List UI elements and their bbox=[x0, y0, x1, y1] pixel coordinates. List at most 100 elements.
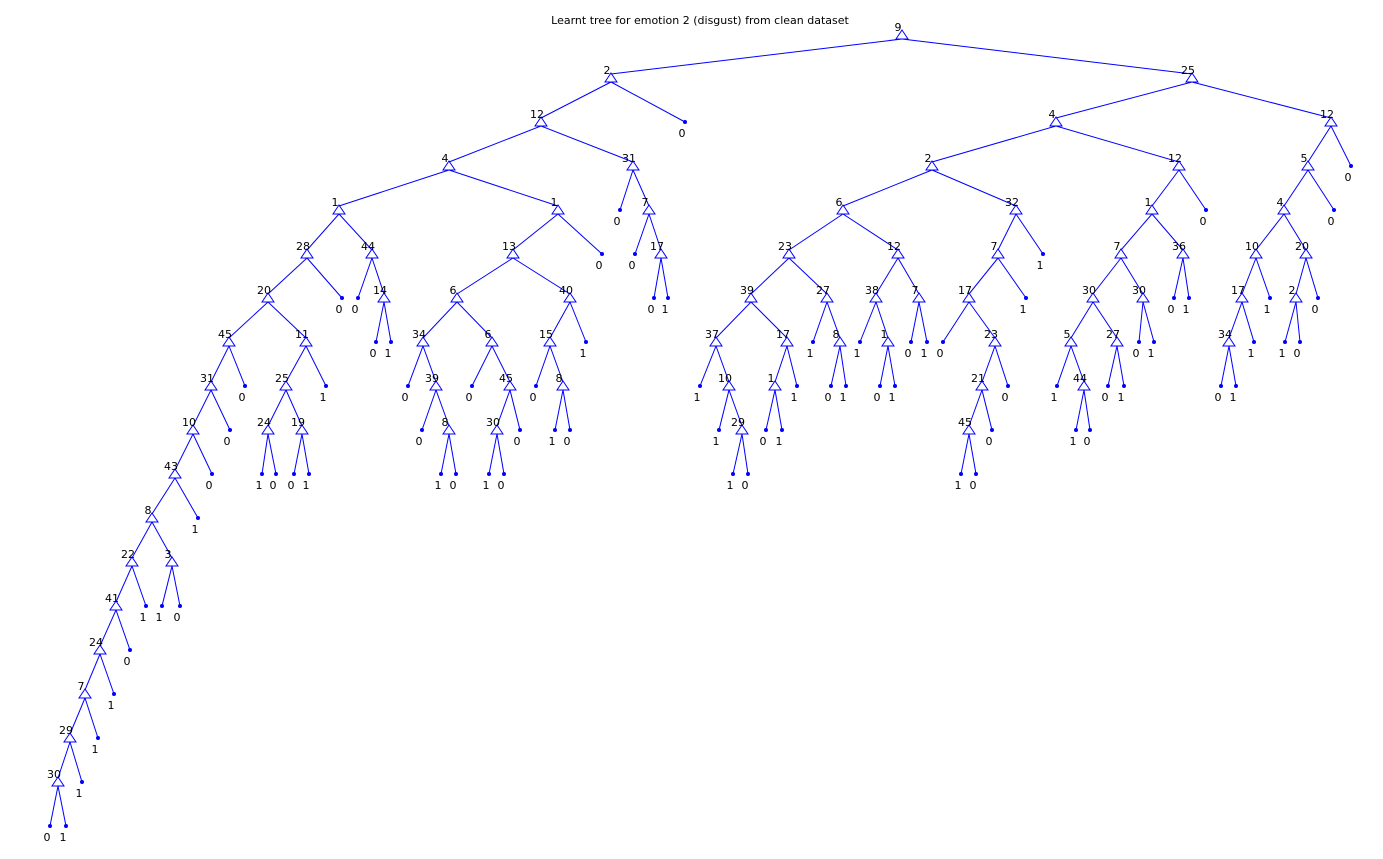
leaf-node: 0 bbox=[124, 648, 132, 668]
node-attribute-label: 7 bbox=[78, 680, 85, 693]
node-triangle-icon bbox=[1185, 72, 1199, 83]
tree-edge bbox=[422, 301, 458, 339]
leaf-dot-icon bbox=[470, 384, 474, 388]
node-attribute-label: 19 bbox=[291, 416, 305, 429]
leaf-dot-icon bbox=[717, 428, 721, 432]
tree-edge bbox=[357, 257, 373, 299]
decision-node: 20 bbox=[257, 284, 275, 303]
decision-node: 45 bbox=[958, 416, 976, 435]
tree-edge bbox=[448, 433, 457, 475]
tree-edge bbox=[371, 257, 385, 295]
node-attribute-label: 34 bbox=[1218, 328, 1232, 341]
tree-edge bbox=[610, 81, 686, 123]
tree-edge bbox=[1255, 213, 1285, 251]
leaf-dot-icon bbox=[48, 824, 52, 828]
leaf-dot-icon bbox=[1187, 296, 1191, 300]
node-attribute-label: 5 bbox=[1064, 328, 1071, 341]
leaf-dot-icon bbox=[990, 428, 994, 432]
tree-edge bbox=[830, 345, 841, 387]
node-triangle-icon bbox=[442, 424, 456, 435]
node-attribute-label: 14 bbox=[373, 284, 387, 297]
leaf-node: 0 bbox=[629, 252, 637, 272]
tree-edge bbox=[210, 389, 231, 431]
node-triangle-icon bbox=[377, 292, 391, 303]
leaf-class-label: 0 bbox=[514, 435, 521, 448]
leaf-class-label: 0 bbox=[679, 127, 686, 140]
leaf-node: 0 bbox=[937, 340, 945, 360]
node-triangle-icon bbox=[429, 380, 443, 391]
node-triangle-icon bbox=[551, 204, 565, 215]
leaf-dot-icon bbox=[1137, 340, 1141, 344]
tree-edge bbox=[1178, 169, 1207, 211]
leaf-dot-icon bbox=[1152, 340, 1156, 344]
leaf-node: 0 bbox=[530, 384, 538, 404]
tree-edge bbox=[750, 301, 788, 339]
leaf-class-label: 0 bbox=[1345, 171, 1352, 184]
leaf-node: 0 bbox=[44, 824, 52, 844]
tree-edge bbox=[306, 213, 340, 251]
leaf-dot-icon bbox=[112, 692, 116, 696]
node-attribute-label: 1 bbox=[881, 328, 888, 341]
node-triangle-icon bbox=[78, 688, 92, 699]
tree-edge bbox=[875, 301, 889, 339]
tree-edge bbox=[960, 433, 970, 475]
node-triangle-icon bbox=[1222, 336, 1236, 347]
node-attribute-label: 6 bbox=[485, 328, 492, 341]
node-triangle-icon bbox=[222, 336, 236, 347]
leaf-node: 1 bbox=[1148, 340, 1156, 360]
leaf-dot-icon bbox=[1204, 208, 1208, 212]
node-triangle-icon bbox=[975, 380, 989, 391]
tree-edge bbox=[115, 609, 131, 651]
tree-edge bbox=[741, 433, 749, 475]
leaf-class-label: 1 bbox=[662, 303, 669, 316]
tree-edge bbox=[440, 433, 450, 475]
leaf-class-label: 0 bbox=[124, 655, 131, 668]
decision-node: 5 bbox=[1064, 328, 1078, 347]
leaf-dot-icon bbox=[406, 384, 410, 388]
leaf-dot-icon bbox=[683, 120, 687, 124]
leaf-class-label: 0 bbox=[370, 347, 377, 360]
tree-edge bbox=[69, 697, 86, 735]
leaf-node: 1 bbox=[108, 692, 116, 712]
node-triangle-icon bbox=[165, 556, 179, 567]
diagram-title: Learnt tree for emotion 2 (disgust) from… bbox=[551, 14, 849, 27]
leaf-node: 1 bbox=[921, 340, 929, 360]
leaf-dot-icon bbox=[1172, 296, 1176, 300]
node-attribute-label: 17 bbox=[650, 240, 664, 253]
tree-edge bbox=[632, 169, 650, 207]
leaf-class-label: 0 bbox=[498, 479, 505, 492]
tree-edge bbox=[1055, 81, 1193, 119]
leaf-node: 0 bbox=[874, 384, 882, 404]
tree-edge bbox=[728, 389, 743, 427]
tree-edge bbox=[968, 433, 977, 475]
node-triangle-icon bbox=[204, 380, 218, 391]
leaf-node: 0 bbox=[760, 428, 768, 448]
leaf-class-label: 1 bbox=[807, 347, 814, 360]
leaf-class-label: 1 bbox=[854, 347, 861, 360]
node-triangle-icon bbox=[543, 336, 557, 347]
decision-node: 24 bbox=[89, 636, 107, 655]
leaf-class-label: 1 bbox=[108, 699, 115, 712]
leaf-class-label: 1 bbox=[694, 391, 701, 404]
leaf-node: 0 bbox=[270, 472, 278, 492]
leaf-dot-icon bbox=[439, 472, 443, 476]
leaf-class-label: 1 bbox=[727, 479, 734, 492]
node-attribute-label: 10 bbox=[1245, 240, 1259, 253]
decision-node: 25 bbox=[275, 372, 293, 391]
leaf-dot-icon bbox=[210, 472, 214, 476]
leaf-node: 0 bbox=[498, 472, 506, 492]
tree-edge bbox=[997, 213, 1017, 251]
node-attribute-label: 29 bbox=[731, 416, 745, 429]
decision-node: 8 bbox=[145, 504, 159, 523]
decision-node: 28 bbox=[296, 240, 314, 259]
tree-edge bbox=[1070, 345, 1085, 383]
tree-edge bbox=[1241, 301, 1255, 343]
decision-node: 4 bbox=[1277, 196, 1291, 215]
decision-node: 34 bbox=[1218, 328, 1236, 347]
tree-edge bbox=[942, 301, 970, 343]
tree-edge bbox=[765, 389, 776, 431]
leaf-dot-icon bbox=[746, 472, 750, 476]
node-triangle-icon bbox=[503, 380, 517, 391]
tree-edge bbox=[151, 477, 176, 515]
